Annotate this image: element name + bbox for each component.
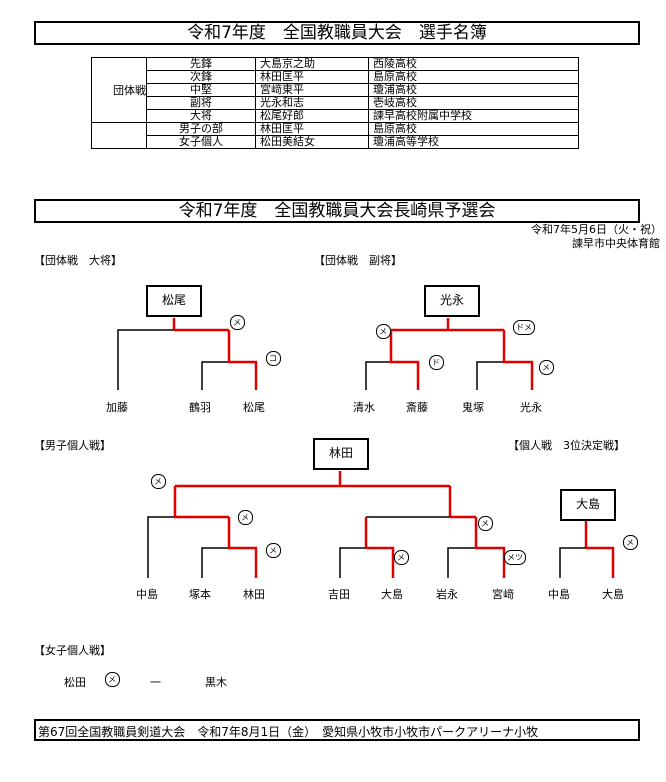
bracket-third-place [559, 517, 615, 578]
winner-box: 林田 [313, 438, 369, 470]
position-cell: 男子の部 [146, 122, 256, 136]
school-cell: 西陵高校 [368, 57, 579, 71]
label-team-fukusho: 【団体戦 副将】 [314, 254, 402, 267]
school-cell: 島原高校 [368, 70, 579, 84]
player-name: 斎藤 [406, 401, 428, 414]
label-mens-individual: 【男子個人戦】 [34, 439, 111, 452]
dash: 一 [150, 676, 161, 689]
label-womens-individual: 【女子個人戦】 [34, 644, 111, 657]
player-name: 岩永 [436, 588, 458, 601]
bracket-team-fukusho [365, 318, 534, 390]
name-cell: 松田美結女 [255, 135, 369, 149]
venue-line: 諫早市中央体育館 [572, 237, 660, 250]
player-name: 鬼塚 [462, 401, 484, 414]
position-cell: 女子個人 [146, 135, 256, 149]
roster-table: 団体戦 先鋒 大島京之助 西陵高校 次鋒 林田匡平 島原高校 中堅 宮﨑東平 瓊… [91, 57, 579, 149]
score-mark: メ [150, 474, 166, 489]
player-name: 吉田 [328, 588, 350, 601]
name-cell: 松尾好郎 [255, 109, 369, 123]
bracket-team-taisho [117, 318, 258, 390]
player-name: 中島 [548, 588, 570, 601]
score-mark: メ [622, 535, 638, 550]
player-name: 塚本 [189, 588, 211, 601]
bracket-mens-individual [147, 471, 506, 578]
score-mark: メ [477, 516, 493, 531]
table-row: 大将 松尾好郎 諫早高校附属中学校 [92, 109, 579, 123]
player-name: 加藤 [106, 401, 128, 414]
player-name: 林田 [243, 588, 265, 601]
player-name: 鶴羽 [189, 401, 211, 414]
roster-title: 令和7年度 全国教職員大会 選手名簿 [34, 21, 640, 45]
table-row: 次鋒 林田匡平 島原高校 [92, 70, 579, 84]
player-name: 松田 [64, 676, 86, 689]
label-team-taisho: 【団体戦 大将】 [34, 254, 122, 267]
team-group-label: 団体戦 [91, 57, 147, 123]
player-name: 宮﨑 [492, 588, 514, 601]
player-name: 松尾 [243, 401, 265, 414]
score-mark: メ [538, 360, 554, 375]
school-cell: 瓊浦高校 [368, 83, 579, 97]
winner-box: 松尾 [146, 285, 202, 317]
name-cell: 宮﨑東平 [255, 83, 369, 97]
individual-group-cell [91, 122, 147, 149]
score-mark: メ [393, 550, 409, 565]
label-third-place: 【個人戦 3位決定戦】 [508, 439, 625, 452]
score-mark: メ [237, 510, 253, 525]
table-row: 男子の部 林田匡平 島原高校 [91, 122, 579, 149]
score-mark: メ [229, 315, 245, 330]
winner-box: 光永 [424, 285, 480, 317]
score-mark: メ [375, 324, 391, 339]
score-mark: メツ [504, 550, 526, 565]
footer-note: 第67回全国教職員剣道大会 令和7年8月1日（金） 愛知県小牧市小牧市パークアリ… [34, 719, 640, 741]
score-mark: メ [265, 543, 281, 558]
player-name: 清水 [353, 401, 375, 414]
date-line: 令和7年5月6日（火・祝） [531, 223, 662, 236]
score-mark: メ [104, 672, 120, 687]
player-name: 大島 [381, 588, 403, 601]
score-mark: コ [265, 351, 281, 366]
winner-box: 大島 [560, 489, 616, 521]
table-row: 女子個人 松田美結女 瓊浦高等学校 [92, 135, 579, 149]
prelim-title: 令和7年度 全国教職員大会長崎県予選会 [34, 199, 640, 223]
player-name: 光永 [520, 401, 542, 414]
player-name: 大島 [602, 588, 624, 601]
player-name: 黒木 [205, 676, 227, 689]
player-name: 中島 [136, 588, 158, 601]
score-mark: ドメ [513, 320, 535, 335]
score-mark: ド [428, 355, 444, 370]
school-cell: 瓊浦高等学校 [368, 135, 579, 149]
